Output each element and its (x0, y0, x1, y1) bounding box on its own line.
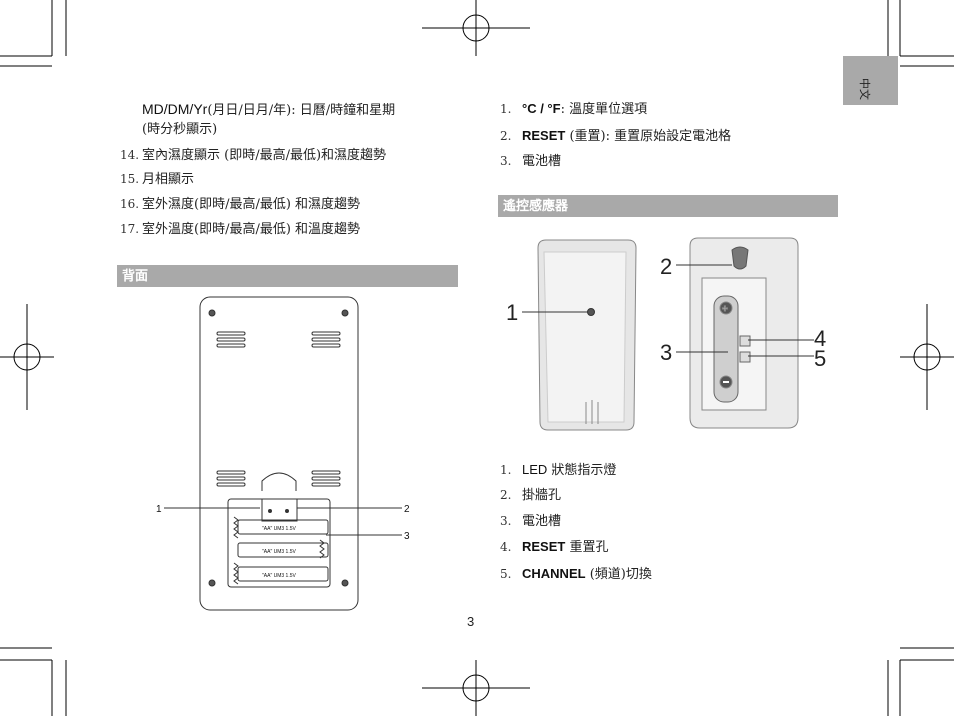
item-number: 15. (120, 172, 140, 186)
list-item: 5. CHANNEL (頻道)切換 (500, 565, 652, 584)
item-text: 電池槽 (522, 154, 562, 169)
remote-sensor-figure: + 1 2 3 4 5 (506, 237, 826, 431)
item-number: 14. (120, 148, 140, 162)
list-item: 14.室內濕度顯示 (即時/最高/最低)和濕度趨勢 (120, 146, 386, 165)
callout-1: 1 (156, 504, 162, 515)
list-item: 1. LED 狀態指示燈 (500, 461, 616, 480)
item-text: 月相顯示 (142, 172, 195, 187)
intro-line-2: (時分秒顯示) (142, 122, 218, 137)
item-bold: LED (522, 462, 548, 477)
item-number: 2. (500, 129, 512, 143)
intro-rest: (月日/日月/年): 日曆/時鐘和星期 (207, 103, 396, 118)
callout-5: 5 (814, 346, 826, 371)
list-item: 17.室外溫度(即時/最高/最低) 和溫度趨勢 (120, 220, 360, 239)
item-bold: RESET (522, 128, 566, 143)
list-item: 2. 掛牆孔 (500, 486, 561, 505)
item-text: 狀態指示燈 (547, 463, 617, 478)
item-number: 3. (500, 154, 512, 168)
page-number: 3 (467, 614, 475, 629)
callout-3: 3 (404, 531, 410, 542)
item-number: 1. (500, 463, 512, 477)
list-item: 1. °C / °F: 溫度單位選項 (500, 100, 647, 119)
intro-bold: MD/DM/Yr (142, 101, 208, 117)
item-text: (頻道)切換 (585, 567, 652, 582)
item-text: : 溫度單位選項 (560, 102, 648, 117)
item-bold: °C / °F (522, 101, 561, 116)
item-text: 室外濕度(即時/最高/最低) 和濕度趨勢 (142, 197, 361, 212)
item-number: 16. (120, 197, 140, 211)
item-text: 室外溫度(即時/最高/最低) 和溫度趨勢 (142, 222, 361, 237)
list-item: 15.月相顯示 (120, 170, 194, 189)
item-number: 4. (500, 540, 512, 554)
callout-2: 2 (404, 504, 410, 515)
item-bold: RESET (522, 539, 566, 554)
list-item: 3. 電池槽 (500, 512, 561, 531)
item-number: 3. (500, 514, 512, 528)
item-number: 5. (500, 567, 512, 581)
callout-3: 3 (660, 340, 672, 365)
list-item: 4. RESET 重置孔 (500, 538, 608, 557)
item-text: 室內濕度顯示 (即時/最高/最低)和濕度趨勢 (142, 148, 387, 163)
intro-line-1: MD/DM/Yr(月日/日月/年): 日曆/時鐘和星期 (142, 100, 395, 120)
item-number: 1. (500, 102, 512, 116)
battery-label: "AA" UM3 1.5V (262, 573, 297, 579)
item-text: 掛牆孔 (522, 488, 562, 503)
language-tab: 中文 (843, 56, 898, 105)
list-item: 2. RESET (重置): 重置原始設定電池格 (500, 127, 731, 146)
item-number: 2. (500, 488, 512, 502)
back-panel-figure: "AA" UM3 1.5V "AA" UM3 1.5V "AA" UM3 1.5… (156, 296, 410, 611)
list-item: 3. 電池槽 (500, 152, 561, 171)
item-text: (重置): 重置原始設定電池格 (565, 129, 732, 144)
callout-2: 2 (660, 254, 672, 279)
svg-text:+: + (722, 304, 728, 315)
battery-label: "AA" UM3 1.5V (262, 549, 297, 555)
callout-1: 1 (506, 300, 518, 325)
battery-label: "AA" UM3 1.5V (262, 526, 297, 532)
item-text: 重置孔 (565, 540, 609, 555)
section-header-remote-sensor: 遙控感應器 (498, 195, 838, 217)
language-tab-label: 中文 (858, 78, 871, 100)
item-text: 電池槽 (522, 514, 562, 529)
callout-4: 4 (814, 326, 826, 351)
list-item: 16.室外濕度(即時/最高/最低) 和濕度趨勢 (120, 195, 360, 214)
item-number: 17. (120, 222, 140, 236)
section-header-back: 背面 (117, 265, 458, 287)
item-bold: CHANNEL (522, 566, 586, 581)
